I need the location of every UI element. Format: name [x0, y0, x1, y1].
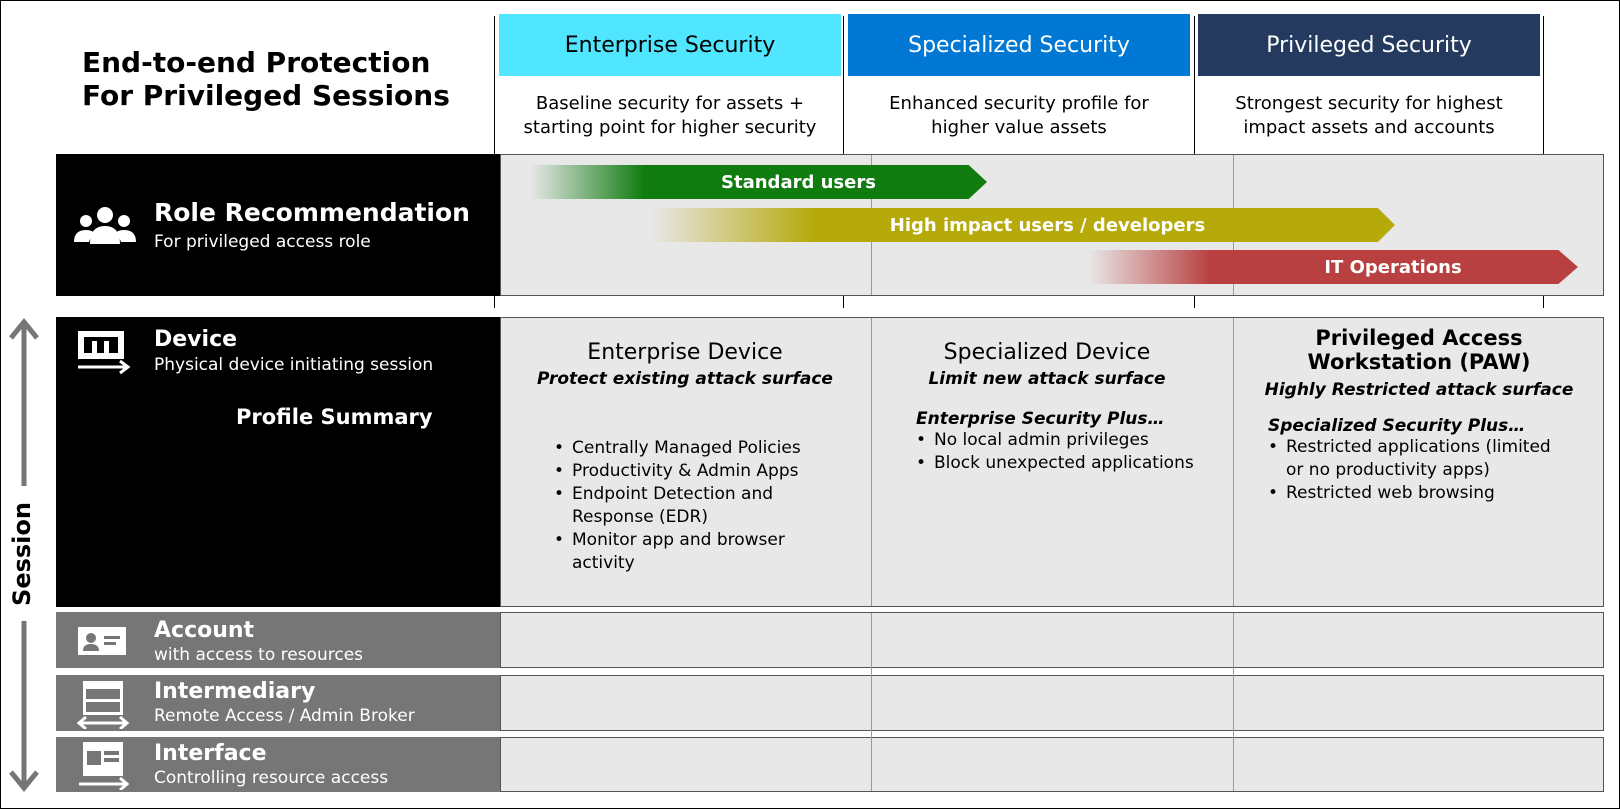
row-subtitle: with access to resources	[154, 645, 364, 665]
account-label: Account with access to resources	[56, 612, 500, 668]
description-line: higher value assets	[931, 117, 1107, 138]
column-heading: Privileged Security	[1266, 32, 1472, 58]
row-title: Intermediary	[154, 679, 316, 704]
arrow-label: IT Operations	[1324, 256, 1462, 278]
specialized-bullets: No local admin privileges Block unexpect…	[916, 429, 1206, 475]
interface-window-icon	[79, 742, 130, 790]
list-item: No local admin privileges	[916, 429, 1206, 452]
row-title: Interface	[154, 741, 267, 766]
title-line-1: End-to-end Protection	[82, 46, 431, 79]
arrow-it-operations: IT Operations	[1088, 250, 1578, 284]
column-heading: Enterprise Security	[564, 32, 776, 58]
row-subtitle: Controlling resource access	[154, 768, 389, 788]
cell-separator	[1233, 318, 1234, 606]
role-recommendation-label: Role Recommendation For privileged acces…	[56, 154, 500, 296]
arrow-label: High impact users / developers	[889, 214, 1206, 236]
session-label: Session	[8, 502, 36, 606]
column-header-privileged: Privileged Security	[1198, 14, 1540, 76]
enterprise-bullets: Centrally Managed Policies Productivity …	[554, 437, 824, 575]
column-header-specialized: Specialized Security	[848, 14, 1190, 76]
specialized-device-cell: Specialized Device Limit new attack surf…	[882, 340, 1212, 475]
device-title: Specialized Device	[943, 340, 1151, 365]
arrow-high-impact-users: High impact users / developers	[650, 208, 1395, 242]
plus-heading: Enterprise Security Plus…	[916, 409, 1165, 429]
list-item: Endpoint Detection and Response (EDR)	[554, 483, 824, 529]
title-line-2: For Privileged Sessions	[82, 79, 450, 112]
device-label: Device Physical device initiating sessio…	[56, 317, 500, 607]
device-subtitle: Highly Restricted attack surface	[1264, 380, 1574, 400]
device-title: Enterprise Device	[587, 340, 783, 365]
intermediary-panel	[500, 675, 1604, 731]
column-header-enterprise: Enterprise Security	[499, 14, 841, 76]
cell-separator	[871, 613, 872, 791]
interface-label: Interface Controlling resource access	[56, 737, 500, 792]
row-title: Role Recommendation	[154, 198, 470, 227]
window-arrows-icon	[76, 681, 130, 729]
enterprise-device-cell: Enterprise Device Protect existing attac…	[520, 340, 850, 575]
list-item: Centrally Managed Policies	[554, 437, 824, 460]
device-subtitle: Limit new attack surface	[928, 369, 1166, 389]
device-title: Privileged Access Workstation (PAW)	[1244, 326, 1594, 374]
arrow-standard-users: Standard users	[530, 165, 987, 199]
description-line: Enhanced security profile for	[889, 93, 1149, 114]
list-item: Restricted web browsing	[1268, 482, 1573, 505]
users-icon	[74, 207, 136, 244]
column-description-enterprise: Baseline security for assets + starting p…	[499, 88, 841, 144]
privileged-bullets: Restricted applications (limited or no p…	[1268, 436, 1573, 505]
device-title-line: Workstation (PAW)	[1307, 350, 1531, 374]
row-title: Device	[154, 327, 238, 352]
plus-heading: Specialized Security Plus…	[1268, 416, 1526, 436]
description-line: starting point for higher security	[523, 117, 817, 138]
row-subtitle: Remote Access / Admin Broker	[154, 706, 415, 726]
row-subtitle: For privileged access role	[154, 232, 371, 252]
cell-separator	[871, 318, 872, 606]
description-line: impact assets and accounts	[1243, 117, 1495, 138]
description-line: Strongest security for highest	[1235, 93, 1503, 114]
device-icon	[78, 331, 131, 375]
list-item: Productivity & Admin Apps	[554, 460, 824, 483]
list-item: Block unexpected applications	[916, 452, 1206, 475]
arrow-label: Standard users	[721, 171, 876, 193]
column-description-specialized: Enhanced security profile for higher valu…	[848, 88, 1190, 144]
privileged-device-cell: Privileged Access Workstation (PAW) High…	[1244, 326, 1594, 505]
interface-panel	[500, 737, 1604, 792]
column-description-privileged: Strongest security for highest impact ass…	[1198, 88, 1540, 144]
intermediary-label: Intermediary Remote Access / Admin Broke…	[56, 675, 500, 731]
cell-separator	[1233, 613, 1234, 791]
device-title-line: Privileged Access	[1315, 326, 1523, 350]
account-panel	[500, 612, 1604, 668]
id-card-icon	[78, 627, 126, 655]
list-item: Restricted applications (limited or no p…	[1268, 436, 1573, 482]
column-heading: Specialized Security	[908, 32, 1130, 58]
description-line: Baseline security for assets +	[535, 93, 805, 114]
row-title: Account	[154, 618, 255, 643]
page-title: End-to-end Protection For Privileged Ses…	[82, 46, 450, 112]
list-item: Monitor app and browser activity	[554, 529, 824, 575]
profile-summary-heading: Profile Summary	[236, 405, 433, 429]
row-subtitle: Physical device initiating session	[154, 355, 434, 375]
device-subtitle: Protect existing attack surface	[537, 369, 833, 389]
session-arrow-icon	[9, 318, 39, 792]
